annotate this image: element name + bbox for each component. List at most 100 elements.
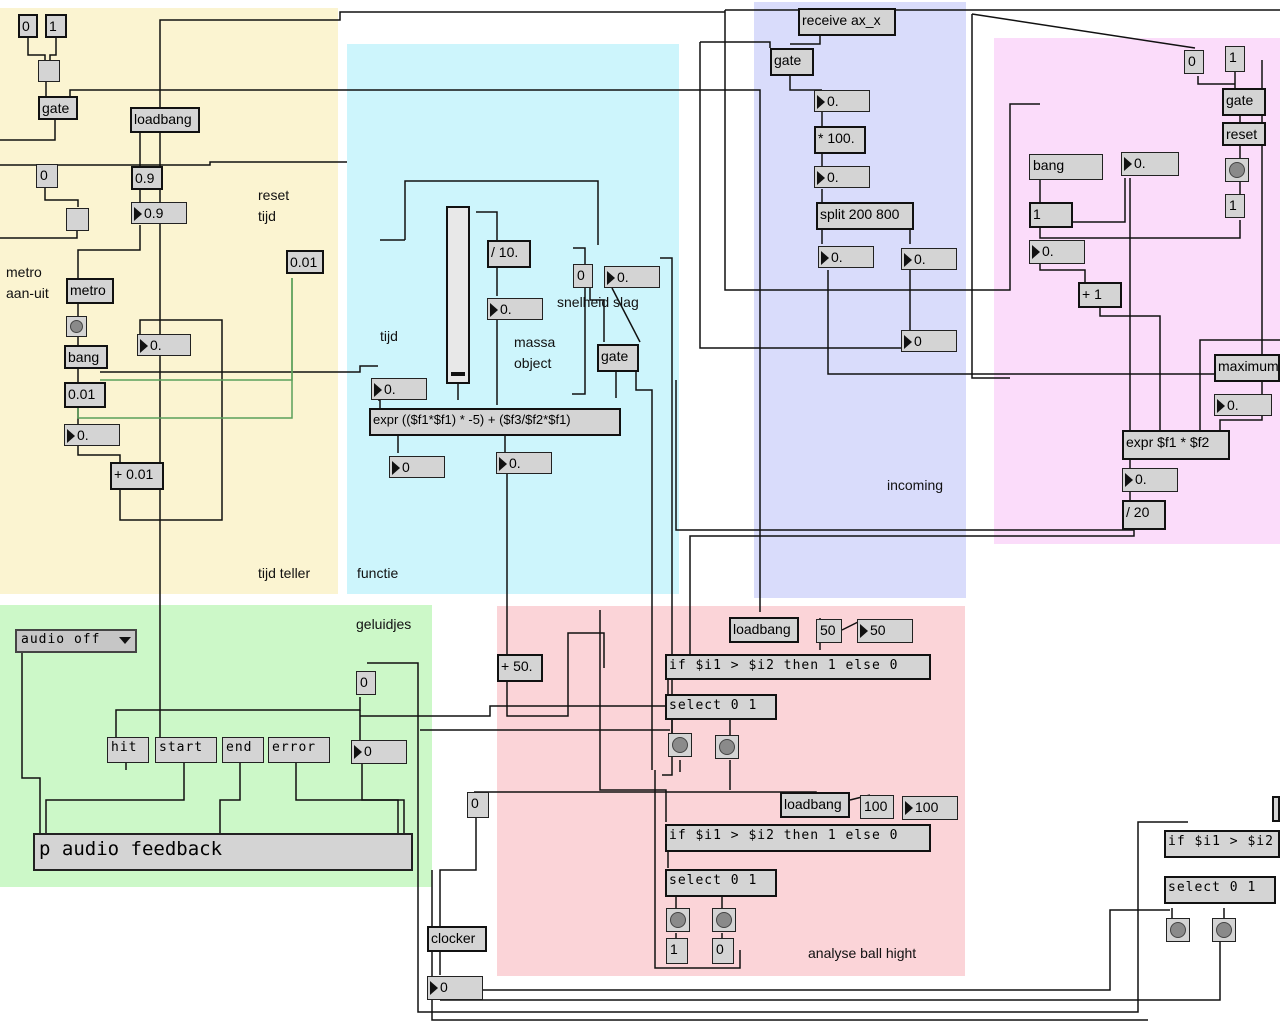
message-0[interactable]: 0 [36, 164, 58, 188]
float-number-box[interactable]: 0. [814, 166, 870, 188]
if-object[interactable]: if $i1 > $i2 [1164, 830, 1280, 858]
loadbang-object[interactable]: loadbang [780, 792, 850, 818]
float-number-box[interactable]: 0. [137, 334, 191, 356]
message-0[interactable]: 0 [712, 938, 734, 964]
clocker-object[interactable]: clocker [427, 926, 487, 952]
end-message[interactable]: end [222, 737, 264, 763]
bang-button[interactable] [668, 733, 692, 757]
select-object[interactable]: select 0 1 [1164, 876, 1276, 904]
gate-object[interactable]: gate [1222, 88, 1266, 116]
expr-multiply-object[interactable]: expr $f1 * $f2 [1122, 430, 1230, 460]
message-0[interactable]: 0 [18, 14, 38, 38]
message-0[interactable]: 0 [356, 671, 376, 695]
number-arrow-icon [354, 745, 362, 760]
split-object[interactable]: split 200 800 [816, 202, 914, 230]
toggle[interactable] [66, 208, 89, 231]
select-object[interactable]: select 0 1 [665, 869, 777, 897]
reset-message[interactable]: reset [1222, 122, 1266, 146]
hit-message[interactable]: hit [107, 737, 149, 763]
plus-1-object[interactable]: + 1 [1078, 282, 1122, 308]
message-0[interactable]: 0 [573, 264, 593, 288]
message-1[interactable]: 1 [1225, 46, 1245, 72]
audio-feedback-subpatch[interactable]: p audio feedback [33, 833, 413, 871]
if-object[interactable]: if $i1 > $i2 then 1 else 0 [665, 824, 931, 852]
float-number-box[interactable]: 0. [1029, 240, 1085, 264]
number-arrow-icon [1125, 473, 1133, 488]
float-number-box[interactable]: 0. [814, 90, 870, 112]
number-arrow-icon [1217, 399, 1225, 414]
float-number-box[interactable]: 0. [901, 248, 957, 270]
plus-50-object[interactable]: + 50. [497, 654, 543, 682]
int-number-box[interactable]: 0 [389, 456, 445, 478]
bang-button[interactable] [66, 316, 87, 337]
message-0[interactable]: 0 [467, 792, 489, 818]
start-message[interactable]: start [155, 737, 217, 763]
bang-button[interactable] [1225, 158, 1249, 182]
toggle[interactable] [38, 60, 60, 82]
expr-object[interactable]: expr (($f1*$f1) * -5) + ($f3/$f2*$f1) [369, 408, 621, 436]
float-number-box[interactable]: 0. [371, 378, 427, 400]
int-number-box[interactable]: 50 [857, 619, 913, 643]
panel-label-geluidjes: geluidjes [356, 616, 412, 632]
float-number-box[interactable]: 0. [1122, 468, 1178, 492]
message-0[interactable]: 0 [1184, 50, 1204, 74]
gate-object[interactable]: gate [597, 344, 639, 372]
int-number-box[interactable]: 0 [901, 330, 957, 352]
comment-tijd-functie: tijd [380, 328, 398, 344]
number-arrow-icon [392, 461, 400, 476]
int-object[interactable]: 1 [1029, 202, 1073, 228]
plus-0-01-object[interactable]: + 0.01 [110, 462, 164, 490]
message-1[interactable]: 1 [45, 14, 67, 38]
loadbang-object[interactable]: loadbang [729, 617, 799, 643]
bang-button[interactable] [1166, 918, 1190, 942]
message-100[interactable]: 100 [860, 795, 894, 819]
panel-label-analyse: analyse ball hight [808, 945, 917, 961]
float-number-box[interactable]: 0. [604, 266, 660, 288]
float-number-box[interactable]: 0. [1214, 394, 1272, 416]
number-arrow-icon [905, 801, 913, 816]
float-number-box[interactable]: 0. [64, 424, 120, 446]
vertical-slider[interactable] [446, 206, 470, 384]
comment-massa: massa [514, 334, 556, 350]
int-number-box[interactable]: 0 [351, 740, 407, 764]
divide-20-object[interactable]: / 20 [1122, 500, 1166, 530]
bang-message[interactable]: bang [1029, 154, 1103, 180]
bang-button[interactable] [712, 908, 736, 932]
multiply-100-object[interactable]: * 100. [814, 126, 866, 154]
message-1[interactable]: 1 [1225, 194, 1245, 218]
bang-button[interactable] [1212, 918, 1236, 942]
bang-button[interactable] [666, 908, 690, 932]
maximum-object[interactable]: maximum [1214, 354, 1280, 382]
audio-menu[interactable]: audio off [15, 629, 137, 653]
receive-ax-x-object[interactable]: receive ax_x [798, 8, 896, 36]
float-number-box[interactable]: 0. [496, 452, 552, 474]
message-0-01[interactable]: 0.01 [64, 382, 106, 408]
int-number-box[interactable]: 0 [427, 976, 483, 1000]
bang-button[interactable] [715, 735, 739, 759]
comment-snelheid-slag: snelheid slag [557, 294, 639, 310]
gate-object[interactable]: gate [770, 48, 814, 76]
message-1[interactable]: 1 [666, 938, 688, 964]
float-number-box[interactable]: 0. [818, 246, 874, 268]
divide-10-object[interactable]: / 10. [487, 240, 531, 268]
loadbang-object[interactable]: loadbang [130, 107, 200, 133]
float-number-box[interactable]: 0. [487, 298, 543, 320]
comment-reset: reset [258, 187, 290, 203]
message-0-9[interactable]: 0.9 [131, 166, 163, 190]
message-50[interactable]: 50 [816, 619, 842, 643]
float-number-box[interactable]: 0. [1121, 152, 1179, 176]
number-arrow-icon [140, 339, 148, 354]
bang-object[interactable]: bang [64, 345, 108, 369]
comment-aan-uit: aan-uit [6, 285, 49, 301]
comment-metro: metro [6, 264, 42, 280]
gate-object[interactable]: gate [38, 96, 78, 120]
metro-object[interactable]: metro [66, 278, 114, 304]
number-arrow-icon [904, 335, 912, 350]
error-message[interactable]: error [268, 737, 330, 763]
int-number-box[interactable]: 100 [902, 796, 958, 820]
partial-object[interactable] [1272, 796, 1280, 822]
float-number-box[interactable]: 0.9 [131, 202, 187, 224]
select-object[interactable]: select 0 1 [665, 694, 777, 720]
if-object[interactable]: if $i1 > $i2 then 1 else 0 [665, 654, 931, 680]
message-0-01[interactable]: 0.01 [286, 250, 324, 274]
